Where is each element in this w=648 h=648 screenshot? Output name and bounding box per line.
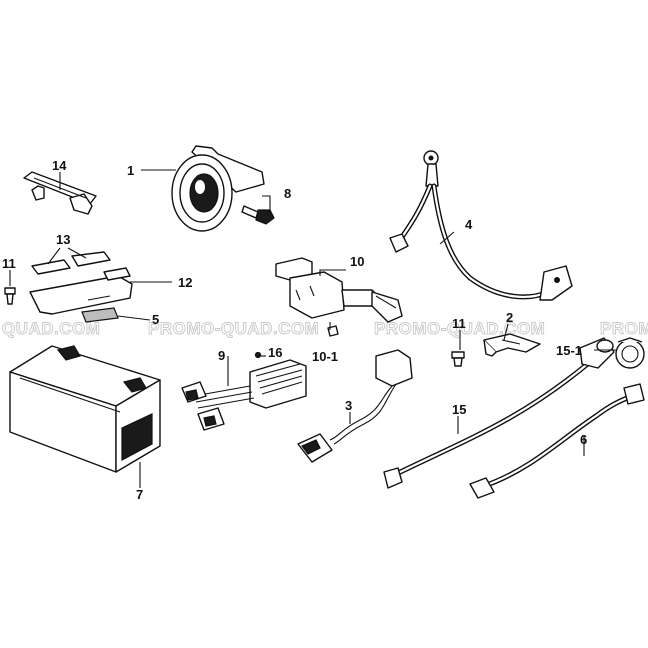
part-15-1-cap [615, 337, 645, 369]
callout-10-1: 10-1 [312, 349, 338, 364]
part-11-screw-left [4, 287, 16, 305]
callout-15: 15 [452, 402, 466, 417]
part-11-screw-right [451, 351, 465, 367]
part-8-bolt [241, 205, 275, 225]
part-3-lead [297, 349, 413, 463]
callout-1: 1 [127, 163, 134, 178]
callout-12: 12 [178, 275, 192, 290]
callout-5: 5 [152, 312, 159, 327]
part-5-pad [81, 307, 119, 323]
part-4-ground-cable [389, 150, 573, 301]
callout-4: 4 [465, 217, 473, 232]
part-6-cable [469, 383, 645, 499]
callouts: 1 2 3 4 5 6 7 8 9 10 10-1 11 11 12 13 14… [2, 158, 587, 502]
callout-3: 3 [345, 398, 352, 413]
part-9-regulator [181, 359, 307, 431]
callout-11-right: 11 [452, 316, 466, 331]
watermark-text-3: PROMO-QUAD.COM [374, 319, 545, 338]
part-2-bracket [483, 333, 541, 357]
callout-9: 9 [218, 348, 225, 363]
part-7-battery [9, 345, 161, 473]
callout-11-left: 11 [2, 256, 16, 271]
watermark: QUAD.COM PROMO-QUAD.COM PROMO-QUAD.COM P… [2, 319, 648, 339]
callout-13: 13 [56, 232, 70, 247]
watermark-text-1: QUAD.COM [2, 319, 100, 338]
part-12-battery-plate [29, 267, 133, 315]
part-13-pads [31, 251, 111, 275]
leader-lines [9, 169, 616, 488]
callout-10: 10 [350, 254, 364, 269]
callout-15-1: 15-1 [556, 343, 582, 358]
watermark-text-4: PROMO [600, 319, 648, 338]
watermark-text-2: PROMO-QUAD.COM [148, 319, 319, 338]
part-15-cable [383, 337, 615, 489]
callout-14: 14 [52, 158, 67, 173]
callout-16: 16 [268, 345, 282, 360]
callout-7: 7 [136, 487, 143, 502]
callout-8: 8 [284, 186, 291, 201]
callout-6: 6 [580, 432, 587, 447]
callout-2: 2 [506, 310, 513, 325]
part-1-horn [171, 145, 265, 232]
part-10-relay [275, 257, 403, 323]
